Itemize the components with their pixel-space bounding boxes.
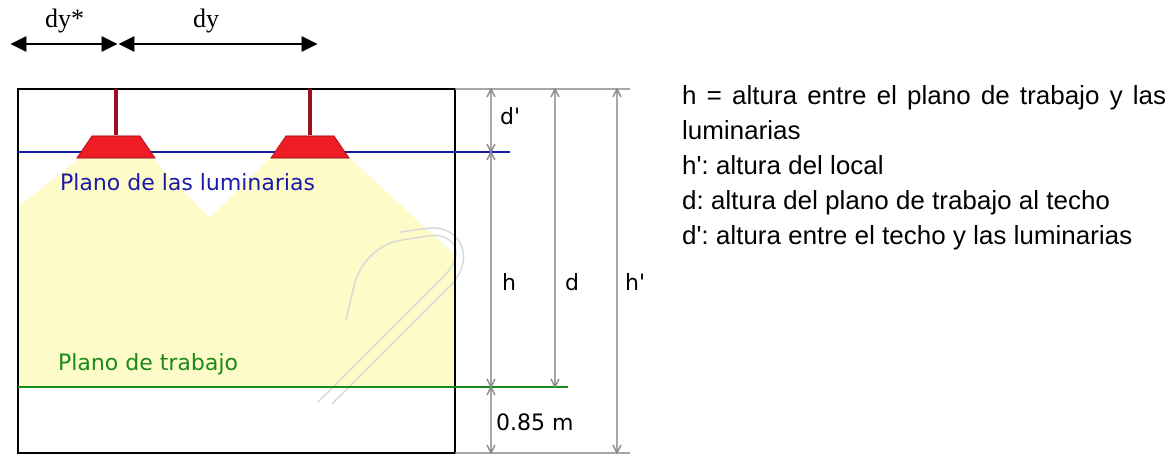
legend-item-h: h = altura entre el plano de trabajo y l… (682, 80, 1166, 145)
h-prime-label: h' (625, 271, 645, 296)
ceiling-lamp-icon (76, 89, 156, 159)
room-outline (17, 88, 456, 454)
dy-label: dy (193, 4, 219, 33)
legend-item-d-prime: d': altura entre el techo y las luminari… (682, 220, 1133, 250)
legend-item-d: d: altura del plano de trabajo al techo (682, 185, 1110, 215)
light-cone (18, 158, 455, 387)
work-height-label: 0.85 m (496, 411, 573, 436)
dimension-lines (455, 87, 630, 455)
d-label: d (565, 271, 579, 296)
dy-star-label: dy* (45, 4, 84, 33)
legend-item-h-prime: h': altura del local (682, 150, 884, 180)
legend: h = altura entre el plano de trabajo y l… (682, 78, 1166, 253)
luminaire-plane-label: Plano de las luminarias (60, 171, 315, 196)
d-prime-label: d' (500, 105, 520, 130)
work-plane-label: Plano de trabajo (58, 351, 238, 376)
ceiling-lamp-icon (270, 89, 350, 159)
lighting-height-diagram: Plano de las luminarias Plano de trabajo… (10, 4, 645, 455)
h-label: h (502, 271, 516, 296)
